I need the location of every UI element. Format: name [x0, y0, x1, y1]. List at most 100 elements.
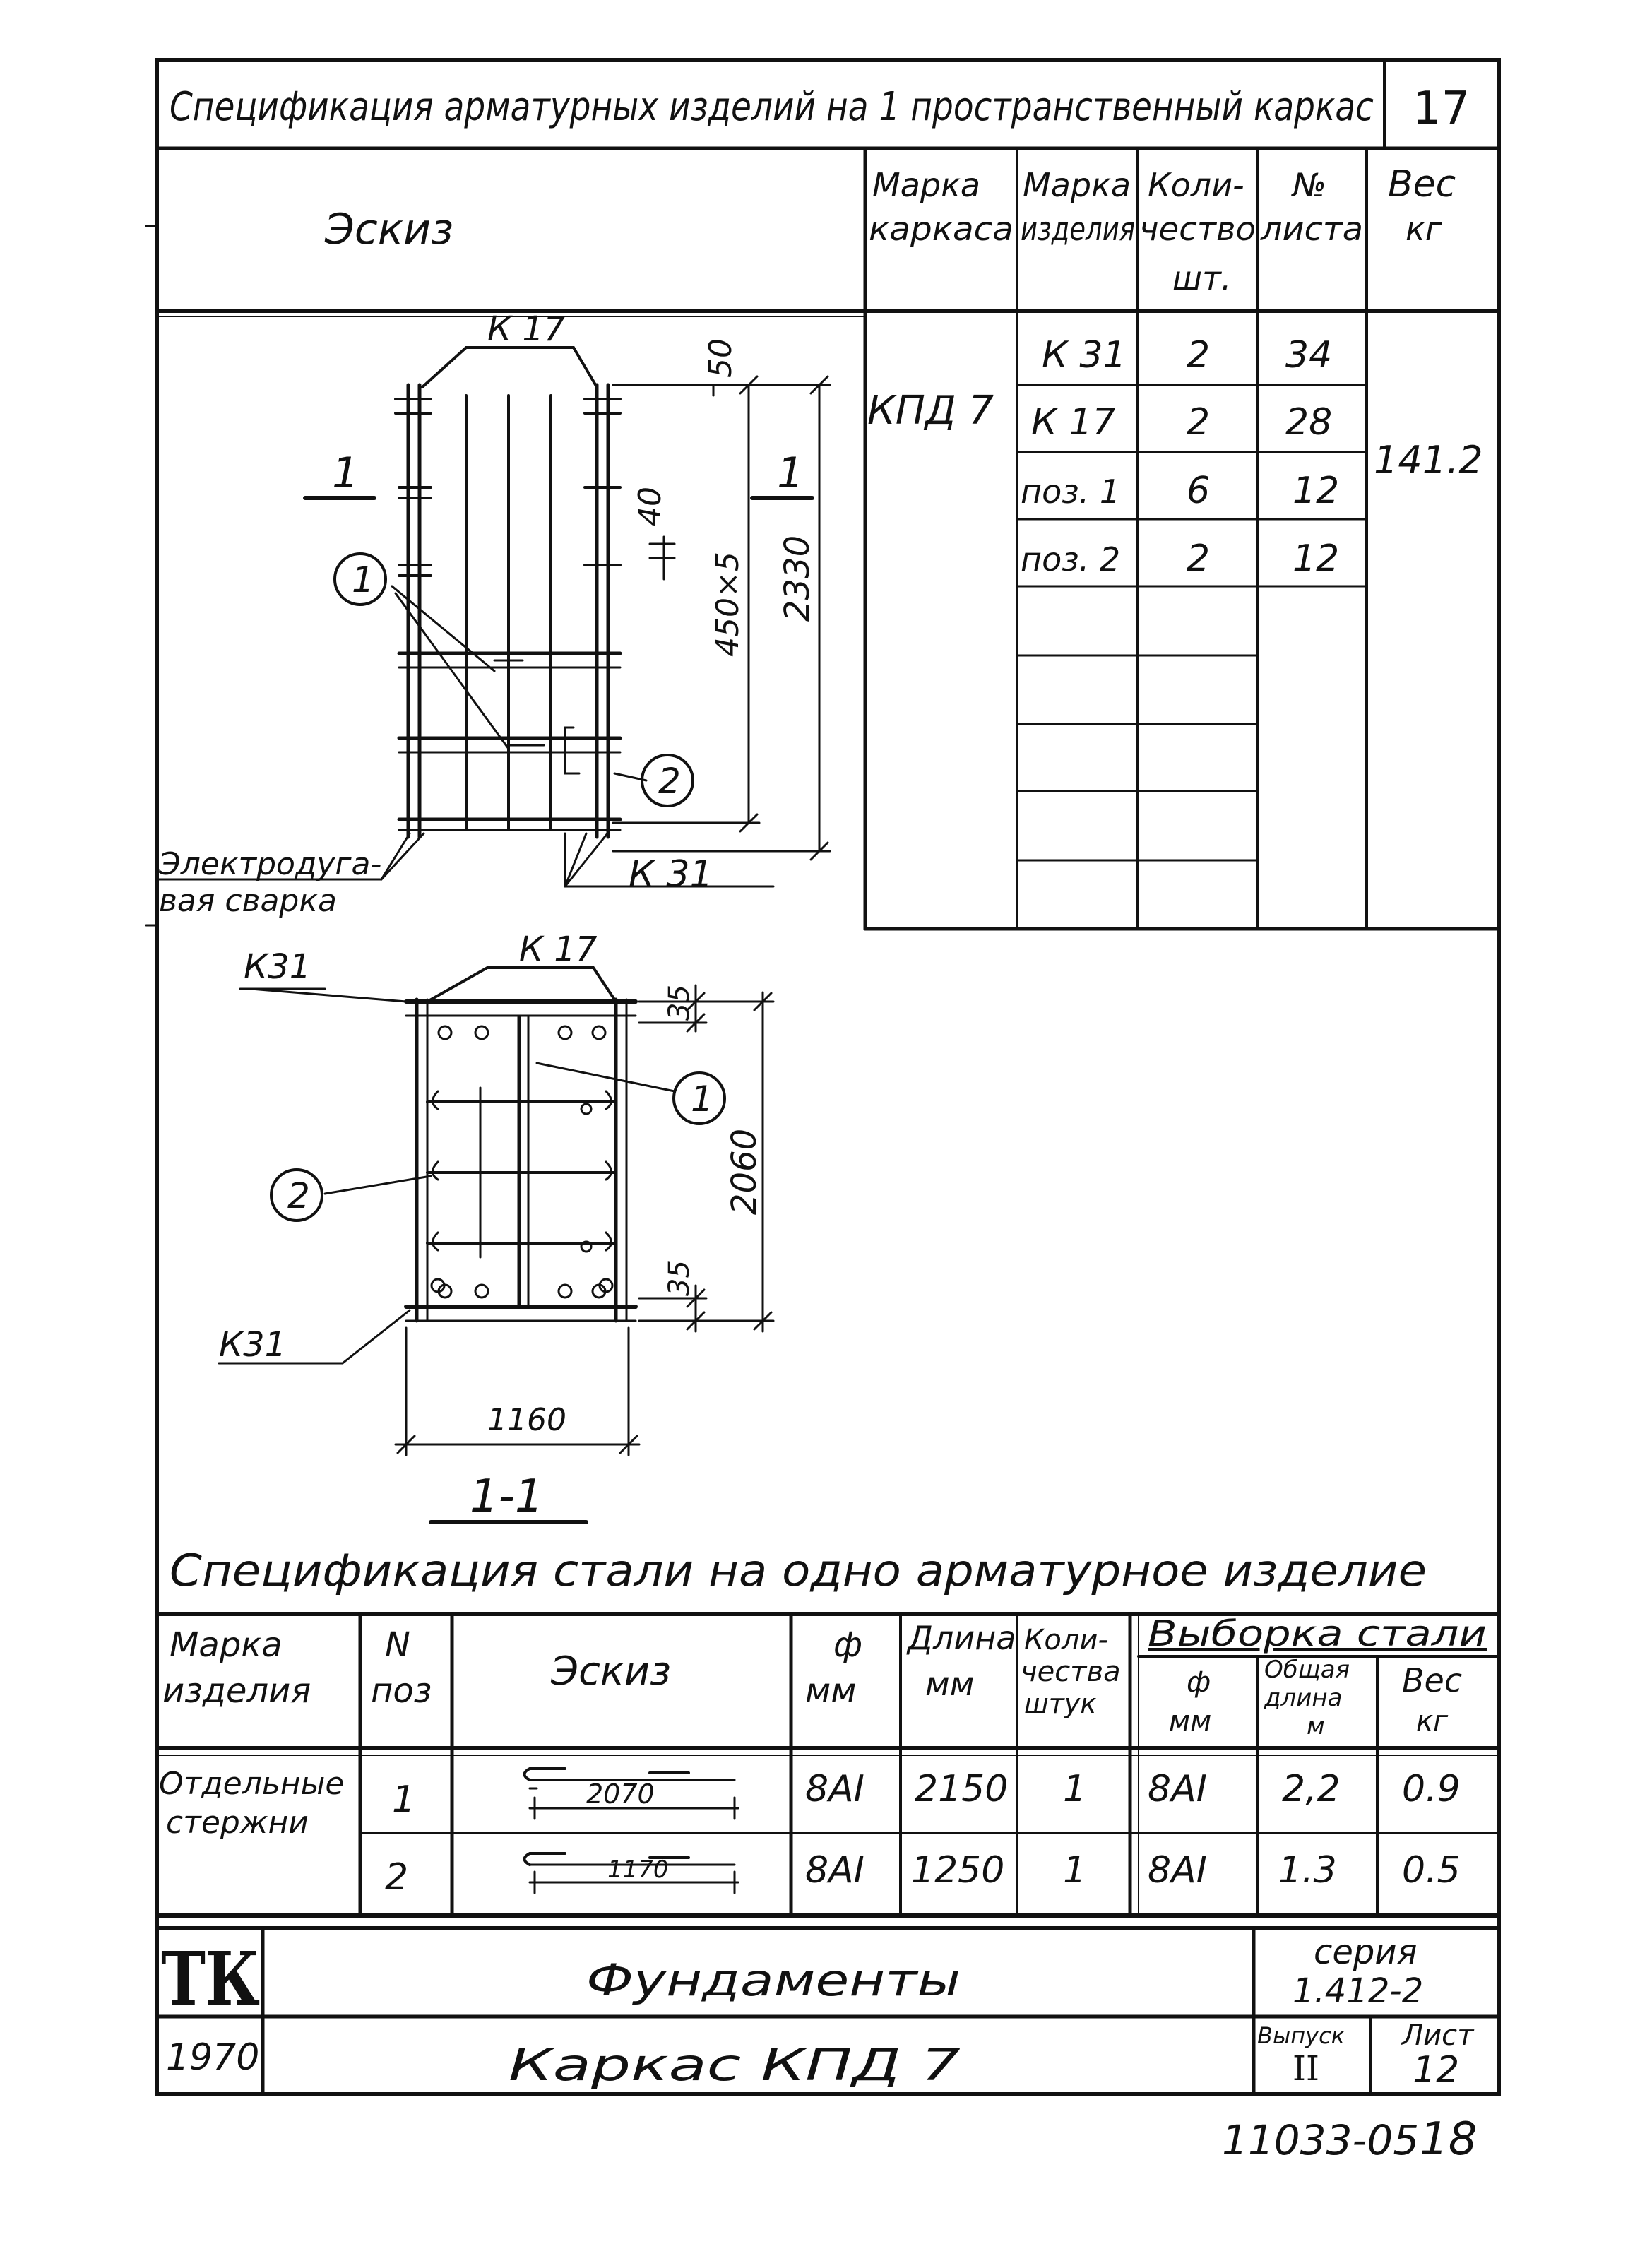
header-item-mark-1: Марка	[1023, 166, 1131, 204]
row-1-qty: 2	[1187, 334, 1210, 376]
row-2-item: К 17	[1031, 401, 1116, 444]
steel-row-1-qty: 1	[1063, 1768, 1086, 1810]
header-sheet-2: листа	[1260, 210, 1363, 248]
header-frame-mark-2: каркаса	[869, 210, 1014, 248]
section-mark-right: 1	[777, 449, 804, 498]
header-item-mark-2: изделия	[1021, 210, 1135, 248]
series-label: серия	[1314, 1933, 1417, 1972]
steel-header-sel-dia-2: мм	[1169, 1705, 1211, 1738]
steel-header-qty-2: чества	[1021, 1656, 1121, 1688]
callout-1-top: 1	[352, 559, 374, 600]
label-k17-top: К 17	[487, 309, 566, 349]
title-block-text: ТК 1970 Фундаменты Каркас КПД 7 серия 1.…	[161, 1933, 1475, 2091]
row-4-item: поз. 2	[1021, 540, 1120, 578]
year: 1970	[166, 2036, 259, 2079]
steel-group-label-2: стержни	[166, 1805, 309, 1841]
row-2-qty: 2	[1187, 401, 1210, 444]
dim-40: 40	[632, 487, 668, 526]
header-qty-2: чество	[1139, 210, 1256, 248]
steel-row-2-sel-dia: 8АI	[1148, 1849, 1207, 1892]
section-label: 1-1	[470, 1471, 544, 1523]
steel-row-1-pos: 1	[392, 1779, 415, 1821]
callout-circle-2-top	[641, 754, 694, 807]
steel-header-sel-len-3: м	[1307, 1712, 1325, 1740]
footer-code: 11033-05	[1222, 2116, 1419, 2164]
total-weight: 141.2	[1374, 438, 1483, 482]
spec-number: 17	[1413, 83, 1470, 135]
elevation-text: К 17 К 31 1 1 1 2 Электродуга- вая сварк…	[158, 309, 817, 919]
steel-header-sel-len-2: длина	[1264, 1684, 1342, 1712]
spec-title: Спецификация арматурных изделий на 1 про…	[170, 84, 1374, 130]
series-value: 1.412-2	[1293, 1971, 1423, 2011]
steel-row-2-len: 1250	[911, 1849, 1004, 1892]
spec-text: Спецификация арматурных изделий на 1 про…	[170, 83, 1483, 580]
steel-row-2-total-len: 1.3	[1278, 1849, 1337, 1892]
row-3-qty: 6	[1187, 470, 1210, 512]
steel-header-len-1: Длина	[906, 1619, 1016, 1657]
header-weight-2: кг	[1406, 210, 1443, 248]
steel-row-2-sketch-dim: 1170	[607, 1856, 669, 1884]
issue-label: Выпуск	[1257, 2022, 1345, 2049]
section-text: К 17 К31 К31 1 2 35 35 2060 1160 1-1	[219, 930, 764, 1523]
header-frame-mark-1: Марка	[872, 166, 980, 204]
callout-circle-2-section	[270, 1168, 323, 1222]
steel-spec-table-lines	[155, 1612, 1501, 1918]
callout-circle-1-top	[333, 552, 387, 606]
steel-header-qty-3: штук	[1024, 1688, 1096, 1719]
frame-mark-value: КПД 7	[867, 388, 994, 434]
dim-1160: 1160	[487, 1402, 566, 1438]
spec-table-lines	[155, 59, 1501, 931]
label-k17-section: К 17	[519, 930, 598, 969]
frame-elevation-drawing	[155, 346, 831, 888]
header-qty-1: Коли-	[1148, 166, 1244, 204]
subtitle: Каркас КПД 7	[509, 2039, 961, 2091]
row-2-sheet: 28	[1285, 401, 1332, 444]
row-3-sheet: 12	[1293, 470, 1339, 512]
steel-row-2-pos: 2	[385, 1856, 408, 1899]
steel-spec-text: Спецификация стали на одно арматурное из…	[159, 1545, 1487, 1899]
steel-header-pos-1: N	[385, 1625, 410, 1665]
steel-header-sel-len-1: Общая	[1264, 1656, 1350, 1684]
label-k31-section-bottom: К31	[219, 1325, 286, 1365]
steel-header-dia-2: мм	[805, 1671, 856, 1711]
steel-header-pos-2: поз	[371, 1671, 432, 1711]
row-4-sheet: 12	[1293, 538, 1339, 580]
steel-header-selection: Выборка стали	[1148, 1613, 1487, 1654]
title: Фундаменты	[586, 1954, 961, 2006]
sheet-value: 12	[1413, 2049, 1459, 2091]
steel-row-1-sketch-dim: 2070	[586, 1779, 655, 1810]
callout-circle-1-section	[672, 1071, 726, 1125]
footer-handwritten-number: 18	[1420, 2113, 1477, 2166]
steel-row-1-len: 2150	[915, 1768, 1008, 1810]
logo-tk: ТК	[161, 1935, 260, 2022]
row-3-item: поз. 1	[1021, 473, 1120, 511]
steel-spec-title: Спецификация стали на одно арматурное из…	[170, 1545, 1427, 1596]
label-k31-top: К 31	[629, 853, 713, 896]
callout-1-section: 1	[691, 1079, 713, 1120]
steel-header-sketch: Эскиз	[550, 1649, 671, 1694]
issue-value: II	[1293, 2049, 1319, 2089]
dim-2060: 2060	[725, 1129, 764, 1215]
steel-group-label-1: Отдельные	[159, 1766, 344, 1802]
dim-450x5: 450×5	[710, 552, 746, 657]
steel-header-sel-dia-1: ф	[1187, 1666, 1211, 1699]
dim-50: 50	[703, 338, 739, 378]
outer-frame	[155, 58, 1501, 2096]
dim-35-bottom: 35	[663, 1260, 696, 1296]
steel-row-1-weight: 0.9	[1402, 1768, 1461, 1810]
dim-35-top: 35	[663, 985, 696, 1021]
steel-row-1-dia: 8АI	[805, 1768, 864, 1810]
header-sketch: Эскиз	[324, 205, 453, 254]
callout-2-top: 2	[658, 761, 681, 802]
steel-header-len-2: мм	[925, 1665, 974, 1703]
row-1-item: К 31	[1042, 334, 1127, 376]
steel-row-1-total-len: 2,2	[1282, 1768, 1341, 1810]
steel-row-2-weight: 0.5	[1402, 1849, 1461, 1892]
sheet-label: Лист	[1401, 2019, 1475, 2052]
header-sheet-1: №	[1290, 166, 1326, 204]
section-mark-left: 1	[332, 449, 359, 498]
header-weight-1: Вес	[1388, 163, 1456, 206]
steel-header-sel-weight-1: Вес	[1402, 1661, 1462, 1699]
footer: 11033-05 18	[1222, 2113, 1477, 2166]
